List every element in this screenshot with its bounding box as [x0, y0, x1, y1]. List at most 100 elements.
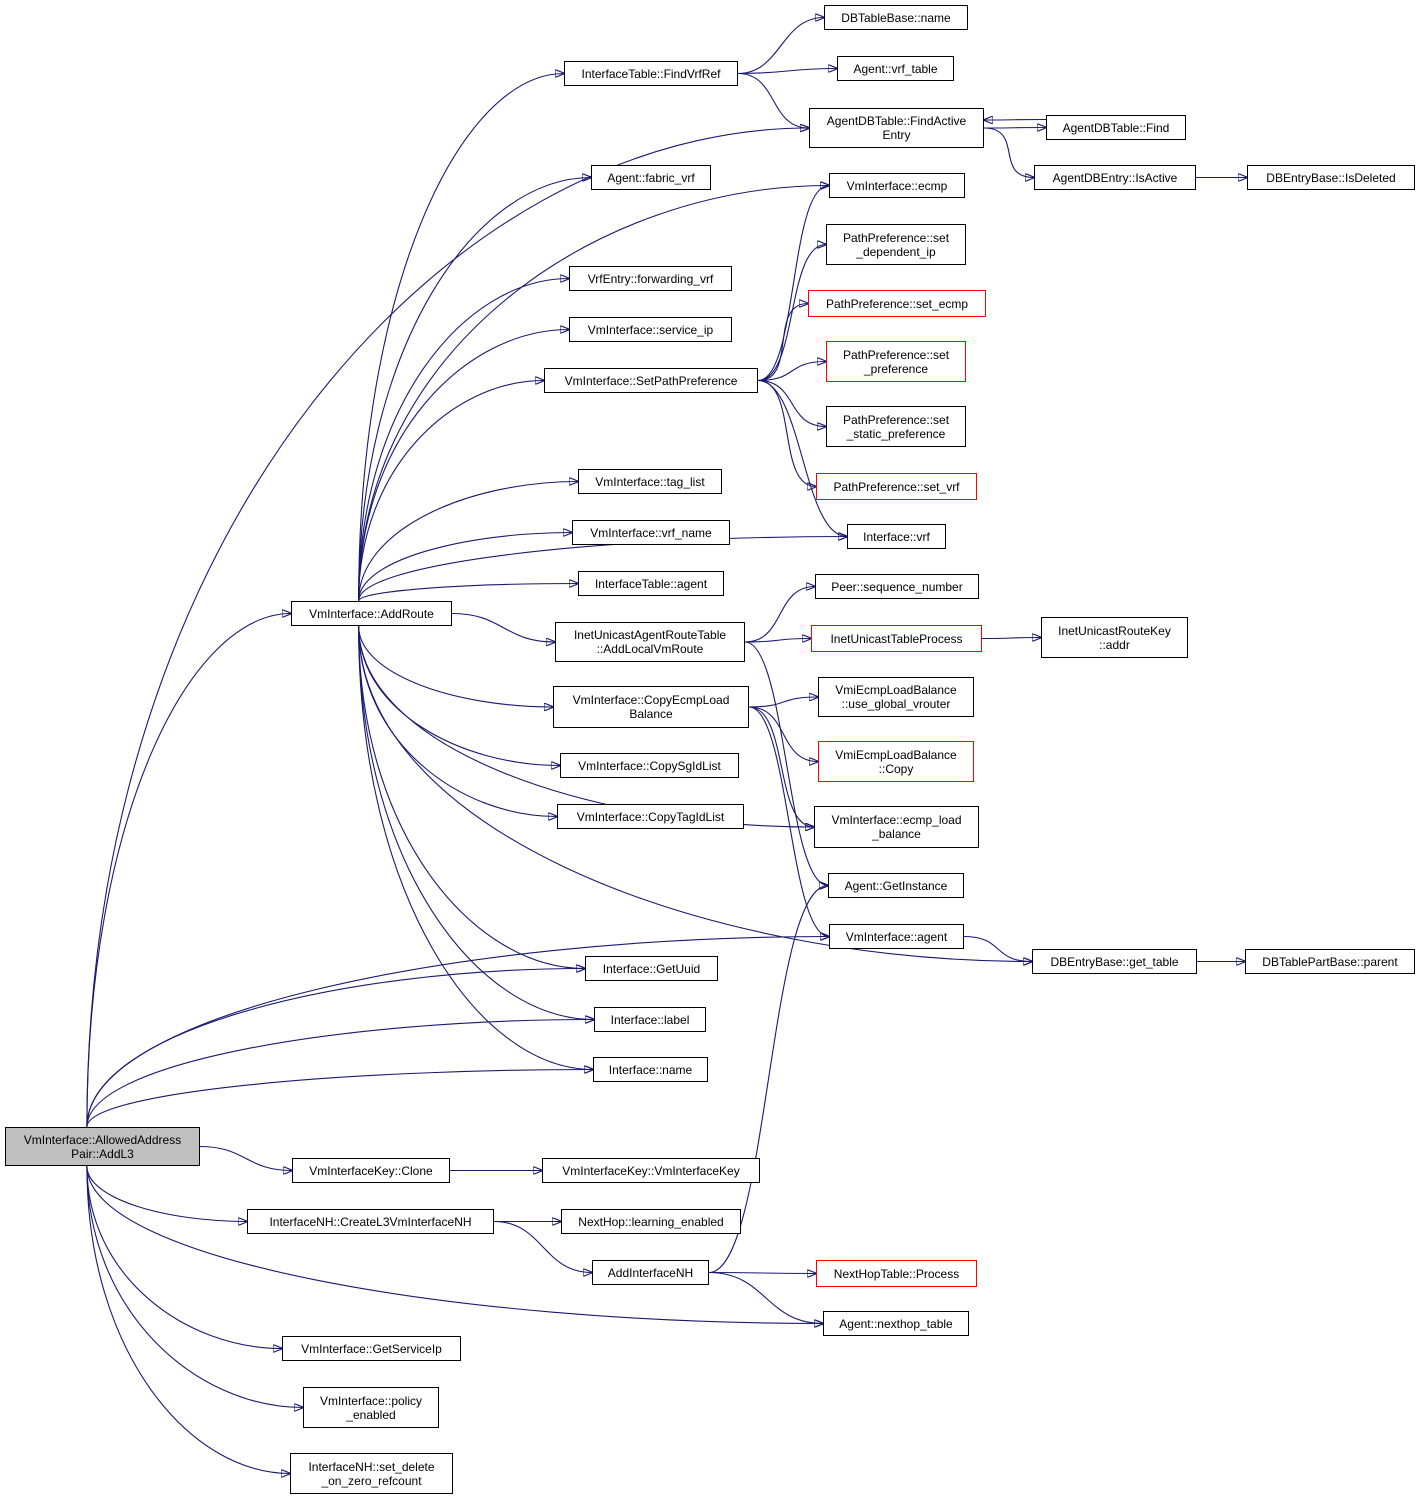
node-vmi-agent[interactable]: VmInterface::agent: [829, 924, 964, 949]
node-label: VrfEntry::forwarding_vrf: [588, 272, 714, 286]
edge-addroute-to-copyecmp: [358, 625, 553, 707]
node-pp-static[interactable]: PathPreference::set_static_preference: [826, 406, 966, 447]
node-label-line: _static_preference: [846, 426, 946, 441]
node-pp-set-pref[interactable]: PathPreference::set_preference: [826, 341, 966, 382]
node-setpathpref[interactable]: VmInterface::SetPathPreference: [544, 368, 758, 393]
node-inet-process[interactable]: InetUnicastTableProcess: [811, 625, 982, 652]
node-label-line: ::use_global_vrouter: [841, 697, 951, 711]
node-agent-vrf-table[interactable]: Agent::vrf_table: [837, 56, 954, 81]
edge-root-to-policy_enabled: [86, 1165, 303, 1408]
node-isdeleted[interactable]: DBEntryBase::IsDeleted: [1247, 165, 1415, 190]
node-label-line: Agent::GetInstance: [844, 878, 948, 893]
node-label: InterfaceNH::CreateL3VmInterfaceNH: [269, 1215, 471, 1229]
node-getserviceip[interactable]: VmInterface::GetServiceIp: [282, 1336, 461, 1361]
node-label-line: VmInterface::AllowedAddress: [23, 1132, 182, 1147]
node-vmi-ecmp[interactable]: VmInterface::ecmp: [829, 173, 965, 198]
edge-addroute-to-iface_name: [358, 625, 593, 1070]
edge-inet_process-to-inet_addr: [981, 638, 1041, 639]
node-parent[interactable]: DBTablePartBase::parent: [1245, 949, 1415, 974]
node-policy-enabled[interactable]: VmInterface::policy_enabled: [303, 1387, 439, 1428]
node-inet-addr[interactable]: InetUnicastRouteKey::addr: [1041, 617, 1188, 658]
node-label: VmInterface::SetPathPreference: [565, 374, 738, 388]
node-keyclone[interactable]: VmInterfaceKey::Clone: [292, 1158, 450, 1183]
node-fwd-vrf[interactable]: VrfEntry::forwarding_vrf: [569, 266, 732, 291]
edge-addroute-to-tag_list: [358, 482, 578, 602]
node-itable-agent[interactable]: InterfaceTable::agent: [578, 571, 724, 596]
edge-addroute-to-get_table: [358, 625, 1032, 962]
node-iface-vrf[interactable]: Interface::vrf: [847, 524, 946, 549]
node-label-line: DBTablePartBase::parent: [1262, 954, 1398, 969]
node-label: Peer::sequence_number: [831, 580, 962, 594]
edge-setpathpref-to-pp_set_ecmp: [757, 304, 808, 382]
node-label: VmInterface::policy_enabled: [320, 1394, 422, 1422]
node-ecmp-lb[interactable]: VmInterface::ecmp_load_balance: [814, 806, 979, 848]
node-isactive[interactable]: AgentDBEntry::IsActive: [1034, 165, 1196, 190]
node-fabric-vrf[interactable]: Agent::fabric_vrf: [591, 165, 711, 190]
node-copytagid[interactable]: VmInterface::CopyTagIdList: [557, 804, 744, 829]
node-label-line: InetUnicastRouteKey: [1058, 623, 1171, 638]
edge-copyecmp-to-vmi_lb_copy: [748, 706, 818, 762]
node-label-line: PathPreference::set_ecmp: [825, 296, 969, 311]
node-getinstance[interactable]: Agent::GetInstance: [828, 873, 964, 898]
node-addinterfacenh[interactable]: AddInterfaceNH: [592, 1260, 709, 1285]
node-use-global[interactable]: VmiEcmpLoadBalance::use_global_vrouter: [818, 677, 974, 717]
node-label-line: Entry: [882, 128, 911, 142]
node-learning[interactable]: NextHop::learning_enabled: [561, 1209, 741, 1234]
node-label-line: _balance: [872, 827, 921, 841]
node-label-line: VmInterface::SetPathPreference: [564, 373, 738, 388]
node-pp-dep-ip[interactable]: PathPreference::set_dependent_ip: [826, 224, 966, 265]
node-label: Interface::GetUuid: [603, 962, 700, 976]
node-service-ip[interactable]: VmInterface::service_ip: [569, 317, 732, 342]
node-tag-list[interactable]: VmInterface::tag_list: [578, 469, 722, 494]
node-label-line: InterfaceTable::FindVrfRef: [581, 66, 721, 81]
edge-addroute-to-service_ip: [358, 330, 569, 602]
edge-root-to-vmi_agent: [86, 937, 829, 1128]
node-pp-set-ecmp[interactable]: PathPreference::set_ecmp: [808, 290, 986, 317]
node-label-line: ::AddLocalVmRoute: [596, 642, 704, 656]
node-createl3[interactable]: InterfaceNH::CreateL3VmInterfaceNH: [247, 1209, 494, 1234]
node-agentdbtable-find[interactable]: AgentDBTable::Find: [1046, 115, 1186, 140]
node-label: VmInterface::vrf_name: [590, 526, 711, 540]
node-label: InetUnicastRouteKey::addr: [1058, 624, 1171, 652]
edge-addroute-to-iface_vrf: [358, 537, 847, 602]
node-pp-set-vrf[interactable]: PathPreference::set_vrf: [816, 473, 977, 500]
node-vrf-name[interactable]: VmInterface::vrf_name: [572, 520, 730, 545]
edge-findvrfref-to-findactive: [737, 72, 809, 129]
node-label: VmiEcmpLoadBalance::Copy: [835, 748, 956, 776]
node-addroute[interactable]: VmInterface::AddRoute: [291, 601, 452, 626]
node-label-line: _on_zero_refcount: [321, 1473, 422, 1488]
node-keyctor[interactable]: VmInterfaceKey::VmInterfaceKey: [542, 1158, 760, 1183]
node-label: VmInterface::CopyTagIdList: [577, 810, 724, 824]
node-set-delete[interactable]: InterfaceNH::set_delete_on_zero_refcount: [290, 1453, 453, 1494]
node-vmi-lb-copy[interactable]: VmiEcmpLoadBalance::Copy: [818, 741, 974, 782]
node-iface-label[interactable]: Interface::label: [594, 1007, 706, 1032]
node-label: VmInterface::AddRoute: [309, 607, 434, 621]
edge-addroute-to-addlocalvm: [451, 612, 555, 643]
edge-addlocalvm-to-inet_process: [744, 639, 811, 643]
node-label-line: Agent::fabric_vrf: [607, 170, 695, 185]
node-addlocalvm[interactable]: InetUnicastAgentRouteTable::AddLocalVmRo…: [555, 622, 745, 662]
node-label: PathPreference::set_ecmp: [826, 297, 968, 311]
node-label: NextHopTable::Process: [834, 1267, 959, 1281]
node-label: DBEntryBase::get_table: [1050, 955, 1178, 969]
node-iface-name[interactable]: Interface::name: [593, 1057, 708, 1082]
node-dbtablebase-name[interactable]: DBTableBase::name: [824, 5, 968, 30]
edge-root-to-keyclone: [199, 1145, 292, 1171]
node-label: VmInterfaceKey::Clone: [309, 1164, 432, 1178]
node-label-line: PathPreference::set: [842, 230, 950, 245]
node-label-line: Interface::name: [608, 1062, 693, 1077]
node-seqno[interactable]: Peer::sequence_number: [815, 574, 979, 599]
node-nexthop-table[interactable]: Agent::nexthop_table: [823, 1311, 969, 1336]
node-get-table[interactable]: DBEntryBase::get_table: [1032, 949, 1197, 974]
node-nh-process[interactable]: NextHopTable::Process: [816, 1260, 977, 1287]
node-copysgid[interactable]: VmInterface::CopySgIdList: [560, 753, 739, 778]
node-getuuid[interactable]: Interface::GetUuid: [585, 956, 718, 981]
node-label-line: PathPreference::set_vrf: [833, 479, 960, 494]
node-label: PathPreference::set_static_preference: [843, 413, 949, 441]
node-label-line: PathPreference::set: [842, 412, 950, 427]
node-label-line: AddInterfaceNH: [607, 1265, 694, 1280]
node-findvrfref[interactable]: InterfaceTable::FindVrfRef: [564, 61, 738, 86]
edge-copyecmp-to-ecmp_lb: [748, 706, 814, 827]
